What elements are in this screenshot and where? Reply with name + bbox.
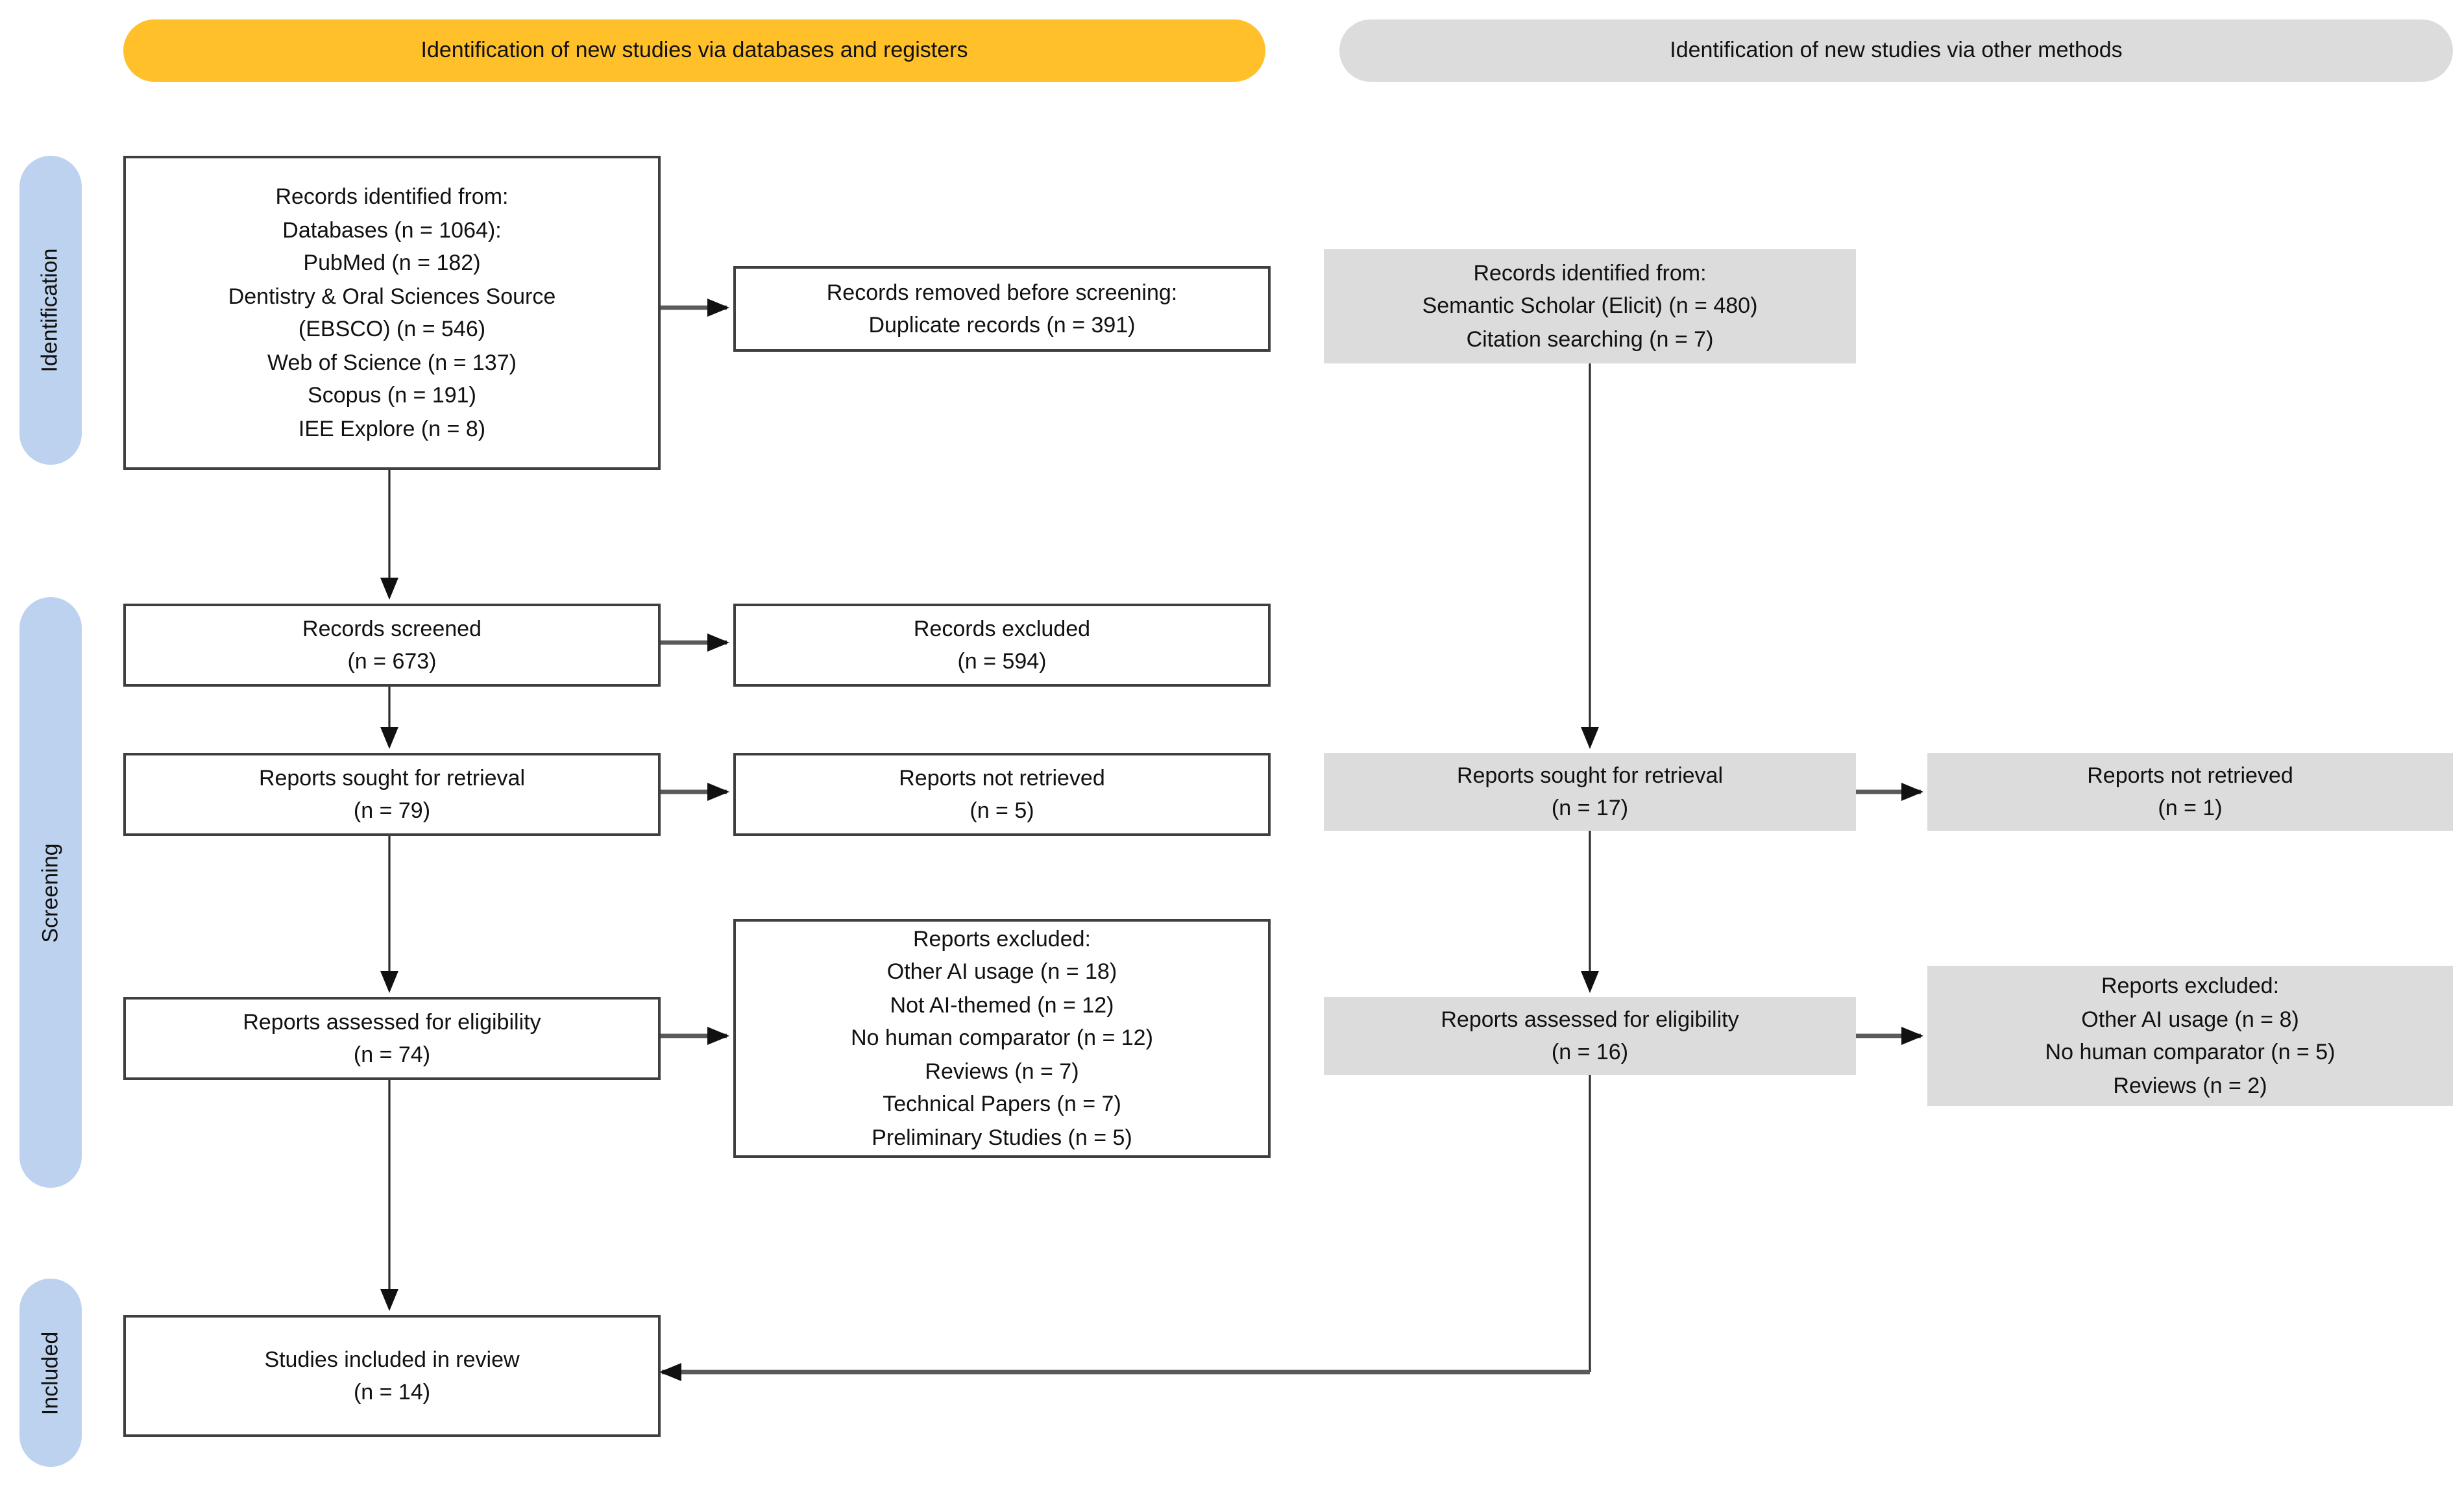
stage-screening-label: Screening <box>38 842 62 942</box>
box-reports-not-retrieved-databases-text: Reports not retrieved (n = 5) <box>899 765 1105 823</box>
box-reports-sought-other-text: Reports sought for retrieval (n = 17) <box>1456 763 1724 820</box>
box-records-identified-other-text: Records identified from: Semantic Schola… <box>1422 260 1758 352</box>
box-reports-assessed-databases: Reports assessed for eligibility (n = 74… <box>123 997 661 1080</box>
box-reports-assessed-other: Reports assessed for eligibility (n = 16… <box>1324 997 1856 1075</box>
box-records-excluded-text: Records excluded (n = 594) <box>913 616 1091 674</box>
box-reports-sought-databases: Reports sought for retrieval (n = 79) <box>123 753 661 836</box>
box-reports-sought-databases-text: Reports sought for retrieval (n = 79) <box>258 765 526 823</box>
header-other-label: Identification of new studies via other … <box>1670 38 2123 62</box>
box-records-identified-databases: Records identified from: Databases (n = … <box>123 156 661 470</box>
header-databases-label: Identification of new studies via databa… <box>421 38 968 62</box>
stage-screening: Screening <box>19 597 82 1188</box>
box-reports-excluded-other-text: Reports excluded: Other AI usage (n = 8)… <box>2045 974 2336 1098</box>
header-databases-registers: Identification of new studies via databa… <box>123 19 1265 82</box>
box-records-screened-text: Records screened (n = 673) <box>302 616 482 674</box>
box-records-removed-text: Records removed before screening: Duplic… <box>826 280 1178 338</box>
box-records-removed: Records removed before screening: Duplic… <box>733 266 1271 352</box>
box-records-identified-other: Records identified from: Semantic Schola… <box>1324 249 1856 363</box>
box-reports-not-retrieved-databases: Reports not retrieved (n = 5) <box>733 753 1271 836</box>
box-reports-excluded-databases-text: Reports excluded: Other AI usage (n = 18… <box>851 926 1153 1150</box>
box-reports-sought-other: Reports sought for retrieval (n = 17) <box>1324 753 1856 831</box>
box-studies-included: Studies included in review (n = 14) <box>123 1315 661 1437</box>
box-studies-included-text: Studies included in review (n = 14) <box>264 1347 520 1405</box>
stage-identification: Identification <box>19 156 82 465</box>
stage-included: Included <box>19 1279 82 1467</box>
box-reports-excluded-other: Reports excluded: Other AI usage (n = 8)… <box>1927 966 2453 1106</box>
stage-included-label: Included <box>38 1331 62 1415</box>
box-reports-not-retrieved-other-text: Reports not retrieved (n = 1) <box>2087 763 2293 820</box>
box-reports-assessed-other-text: Reports assessed for eligibility (n = 16… <box>1441 1007 1739 1064</box>
box-records-excluded: Records excluded (n = 594) <box>733 604 1271 687</box>
stage-identification-label: Identification <box>38 248 63 373</box>
box-reports-assessed-databases-text: Reports assessed for eligibility (n = 74… <box>243 1009 541 1067</box>
box-reports-excluded-databases: Reports excluded: Other AI usage (n = 18… <box>733 919 1271 1158</box>
box-records-identified-databases-text: Records identified from: Databases (n = … <box>228 184 556 441</box>
header-other-methods: Identification of new studies via other … <box>1339 19 2453 82</box>
box-records-screened: Records screened (n = 673) <box>123 604 661 687</box>
box-reports-not-retrieved-other: Reports not retrieved (n = 1) <box>1927 753 2453 831</box>
